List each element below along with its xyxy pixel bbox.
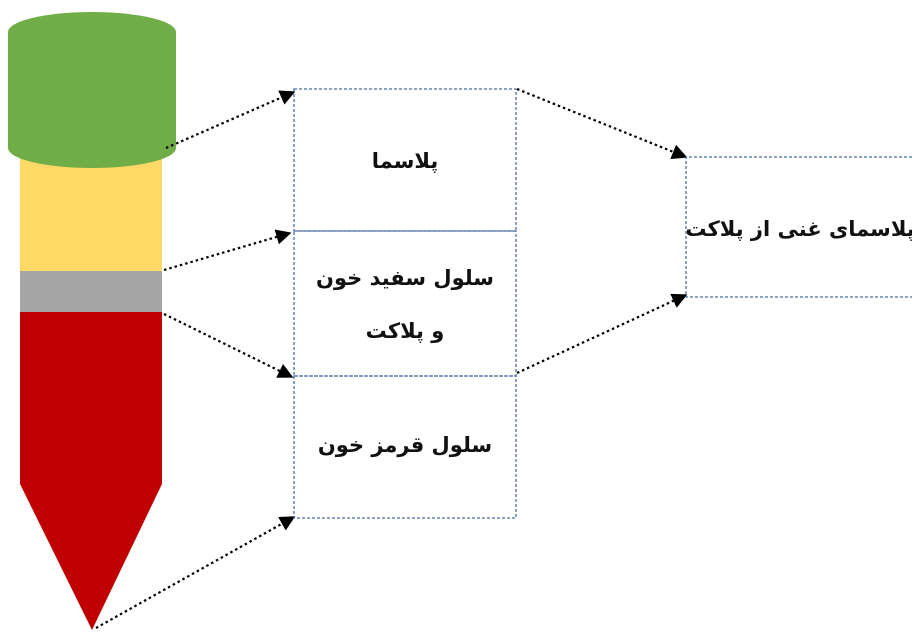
plasma-label: پلاسما bbox=[372, 149, 438, 173]
arrows bbox=[95, 87, 688, 629]
arrow-plasma-layer-to-box bbox=[163, 229, 292, 272]
arrow-tip-to-red-cells bbox=[95, 516, 296, 629]
red-cell-label: سلول قرمز خون bbox=[318, 433, 492, 457]
arrow-buffy-to-prp bbox=[516, 293, 688, 374]
buffy-coat-box bbox=[293, 230, 517, 377]
arrow-buffy-coat-to-box bbox=[163, 313, 294, 378]
component-boxes bbox=[293, 88, 912, 519]
buffy-coat-layer bbox=[20, 271, 162, 312]
prp-label: پلاسمای غنی از پلاکت bbox=[685, 217, 912, 241]
buffy-coat-label-line2: و پلاکت bbox=[366, 319, 445, 343]
tube-cap-top bbox=[8, 12, 176, 52]
red-cell-box bbox=[293, 375, 517, 519]
plasma-layer bbox=[20, 150, 162, 271]
tube-cap bbox=[8, 32, 176, 168]
buffy-coat-label-line1: سلول سفید خون bbox=[316, 266, 494, 290]
blood-tube bbox=[8, 12, 176, 630]
red-blood-cell-layer bbox=[20, 312, 162, 630]
prp-box bbox=[685, 156, 912, 298]
arrow-cap-to-plasma bbox=[165, 90, 296, 150]
arrow-plasma-to-prp bbox=[516, 87, 688, 159]
